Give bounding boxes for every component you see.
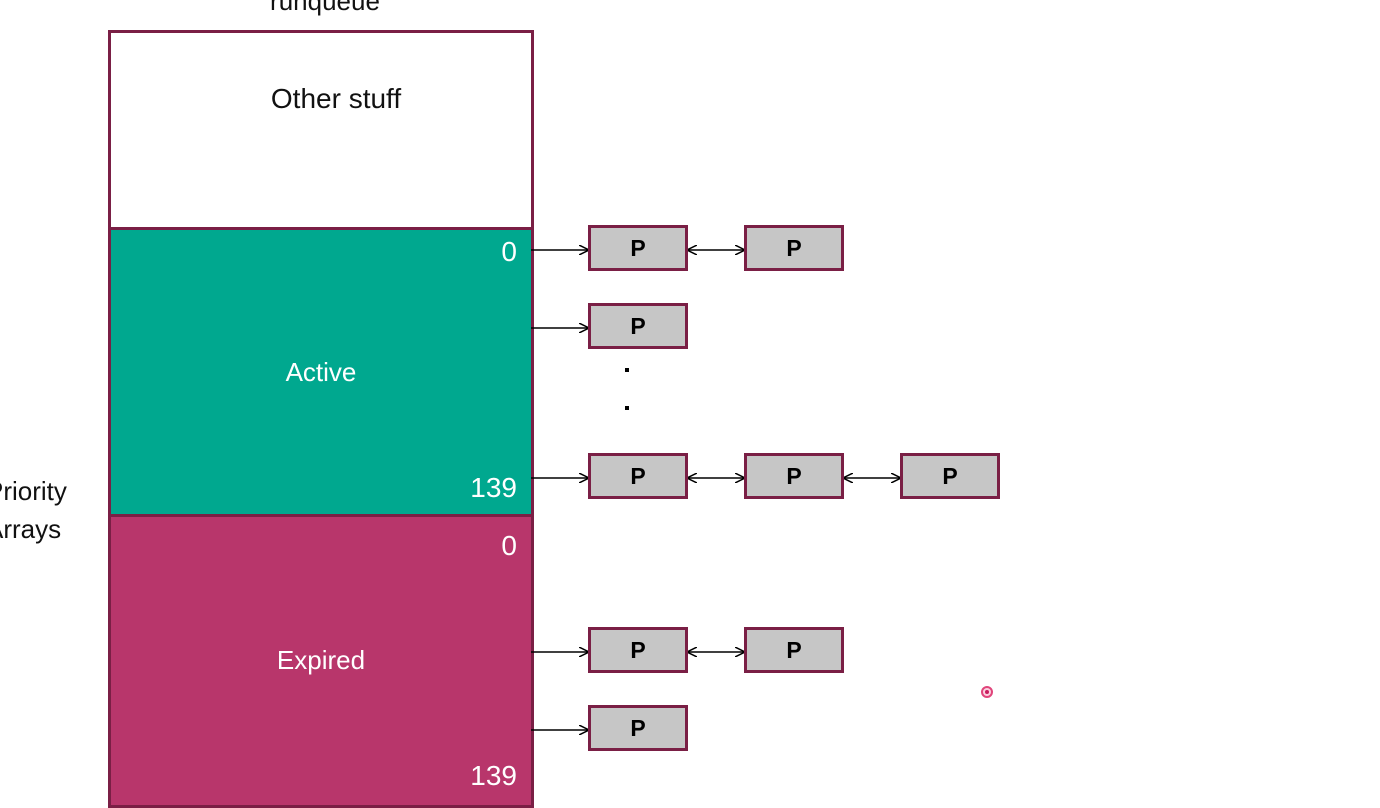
process-box: P — [588, 627, 688, 673]
ellipsis-dot — [625, 406, 629, 410]
pointer-cursor-icon — [981, 686, 993, 698]
process-box: P — [588, 225, 688, 271]
active-index-top: 0 — [501, 236, 517, 267]
other-stuff-label: Other stuff — [270, 83, 402, 114]
process-box: P — [588, 705, 688, 751]
diagram-title: runqueue — [270, 0, 380, 16]
priority-arrays-label-line2: Arrays — [0, 514, 62, 544]
other-stuff-section: Other stuff — [111, 33, 531, 230]
expired-array: 0 Expired 139 — [111, 517, 531, 805]
expired-label: Expired — [276, 645, 366, 675]
expired-index-bottom: 139 — [470, 760, 517, 791]
process-box: P — [744, 627, 844, 673]
priority-arrays-label-line1: Priority — [0, 476, 67, 506]
process-box: P — [744, 225, 844, 271]
active-array: 0 Active 139 — [111, 230, 531, 517]
process-box: P — [588, 303, 688, 349]
process-box: P — [588, 453, 688, 499]
active-index-bottom: 139 — [470, 472, 517, 503]
process-box: P — [744, 453, 844, 499]
runqueue-box: Other stuff 0 Active 139 0 Expired 139 — [108, 30, 534, 808]
active-label: Active — [285, 357, 357, 387]
ellipsis-dot — [625, 368, 629, 372]
process-box: P — [900, 453, 1000, 499]
expired-index-top: 0 — [501, 530, 517, 561]
priority-arrays-label: Priority Arrays — [0, 472, 67, 548]
